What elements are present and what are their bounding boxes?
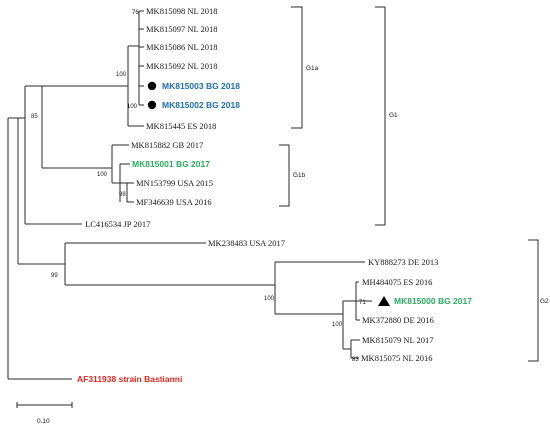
label-g1b: G1b (293, 172, 306, 179)
bootstrap-71: 71 (359, 300, 366, 306)
bootstrap-100-g1b: 100 (97, 172, 108, 178)
leaf-mk815000: MK815000 BG 2017 (394, 296, 472, 306)
bootstrap-83: 83 (352, 357, 359, 363)
leaf-lc416534: LC416534 JP 2017 (85, 219, 150, 229)
bootstrap-100-g1a: 100 (116, 72, 127, 78)
tree-branches (7, 10, 372, 380)
label-g1a: G1a (306, 65, 319, 72)
bootstrap-98: 98 (119, 192, 126, 198)
leaf-mk815003: MK815003 BG 2018 (162, 81, 240, 91)
bootstrap-100-bg-pair: 100 (127, 104, 138, 110)
bootstrap-85: 85 (31, 114, 38, 120)
leaf-mk815075: MK815075 NL 2016 (361, 353, 432, 363)
leaf-mf346639: MF346639 USA 2016 (136, 197, 212, 207)
bootstrap-100-subclade: 100 (332, 322, 343, 328)
marker-circle-mk815002 (147, 100, 157, 110)
group-brackets: G1a G1b G1 G2 (279, 6, 549, 362)
leaf-mk372880: MK372880 DE 2016 (362, 315, 434, 325)
leaf-mk815882: MK815882 GB 2017 (131, 140, 203, 150)
label-g2: G2 (540, 298, 549, 305)
leaf-af311938: AF311938 strain Bastianni (77, 374, 182, 384)
bootstrap-values: 76 100 100 85 100 98 99 100 71 100 83 (31, 10, 366, 363)
leaf-mk815445: MK815445 ES 2018 (146, 121, 216, 131)
leaf-mk815002: MK815002 BG 2018 (162, 100, 240, 110)
bracket-g2 (528, 239, 539, 362)
leaf-mk815079: MK815079 NL 2017 (362, 335, 433, 345)
bracket-g1 (375, 6, 386, 226)
leaf-mn153799: MN153799 USA 2015 (136, 178, 213, 188)
leaf-mk815097: MK815097 NL 2018 (146, 24, 217, 34)
leaf-mk815098: MK815098 NL 2018 (146, 6, 217, 16)
leaf-mh484075: MH484075 ES 2016 (362, 277, 432, 287)
leaf-mk815001: MK815001 BG 2017 (132, 159, 210, 169)
leaf-mk238483: MK238483 USA 2017 (208, 238, 285, 248)
label-g1: G1 (389, 112, 398, 119)
leaf-labels: MK815098 NL 2018 MK815097 NL 2018 MK8150… (77, 6, 472, 384)
leaf-ky888273: KY888273 DE 2013 (368, 257, 438, 267)
marker-triangle-mk815000 (378, 296, 390, 306)
scale-bar-label: 0.10 (37, 418, 50, 425)
leaf-mk815086: MK815086 NL 2018 (146, 42, 217, 52)
scale-bar: 0.10 (16, 402, 73, 425)
bootstrap-100-g2: 100 (264, 296, 275, 302)
bootstrap-99: 99 (51, 273, 58, 279)
leaf-mk815092: MK815092 NL 2018 (146, 61, 217, 71)
bracket-g1a (291, 6, 303, 129)
bootstrap-76: 76 (132, 10, 139, 16)
marker-circle-mk815003 (147, 81, 157, 91)
bracket-g1b (279, 144, 290, 207)
